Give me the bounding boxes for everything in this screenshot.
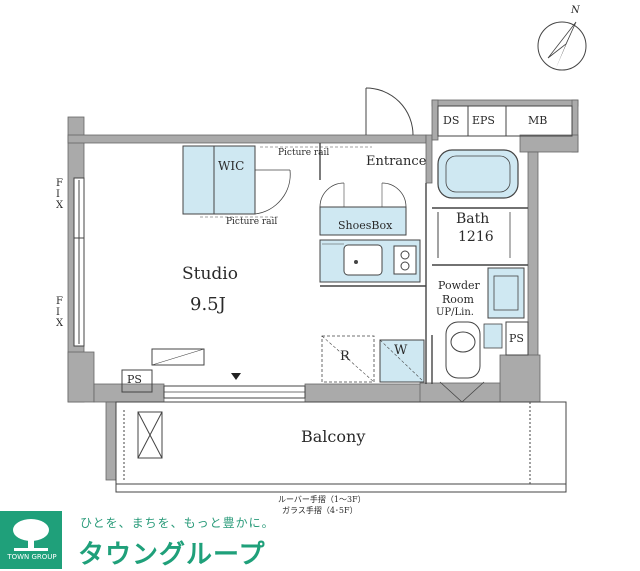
appliance-spaces — [321, 335, 425, 383]
tree-logo-icon — [0, 511, 62, 569]
picture-rail-bottom-label: Picture rail — [226, 217, 278, 227]
powder-room-fixtures — [439, 267, 525, 403]
fix-lower-label: F I X — [56, 296, 64, 329]
mb-label: MB — [528, 114, 548, 127]
ps-right-label: PS — [509, 332, 524, 345]
north-compass — [537, 21, 587, 71]
walls — [67, 99, 579, 481]
powder-label: Powder — [438, 279, 480, 292]
fix-upper-label: F I X — [56, 178, 64, 211]
wic-label: WIC — [218, 159, 245, 173]
balcony-note-2: ガラス手摺（4･5F） — [282, 506, 358, 515]
balcony-note-1: ルーバー手摺（1～3F） — [278, 495, 366, 504]
eps-label: EPS — [472, 114, 495, 127]
picture-rail-top-label: Picture rail — [278, 148, 330, 158]
fix-windows — [73, 177, 85, 347]
studio-label: Studio — [182, 264, 238, 284]
balcony-label: Balcony — [301, 427, 366, 446]
kitchen-counter — [319, 239, 421, 283]
bath-label: Bath — [456, 211, 490, 227]
shoes-box-label: ShoesBox — [338, 219, 393, 232]
wic-closet — [182, 145, 372, 218]
up-lin-label: UP/Lin. — [436, 307, 474, 318]
ps-left-label: PS — [127, 373, 142, 386]
ds-label: DS — [443, 114, 460, 127]
studio-size-label: 9.5J — [190, 294, 226, 315]
refrigerator-label: R — [340, 349, 350, 364]
entrance-label: Entrance — [366, 154, 427, 169]
washer-label: W — [394, 343, 408, 358]
bath-size-label: 1216 — [458, 229, 494, 245]
brand-name: タウングループ — [78, 540, 266, 570]
shafts — [121, 105, 573, 393]
studio-fixtures — [151, 348, 306, 399]
balcony-area — [115, 401, 567, 493]
bathtub — [437, 149, 519, 258]
room-label: Room — [442, 293, 474, 306]
partitions — [319, 143, 528, 384]
entrance-door — [365, 87, 414, 136]
slogan: ひとを、まちを、もっと豊かに。 — [80, 516, 275, 530]
north-label: N — [571, 5, 580, 16]
shoes-box — [319, 182, 407, 236]
company-logo-text: TOWN GROUP — [7, 553, 57, 561]
